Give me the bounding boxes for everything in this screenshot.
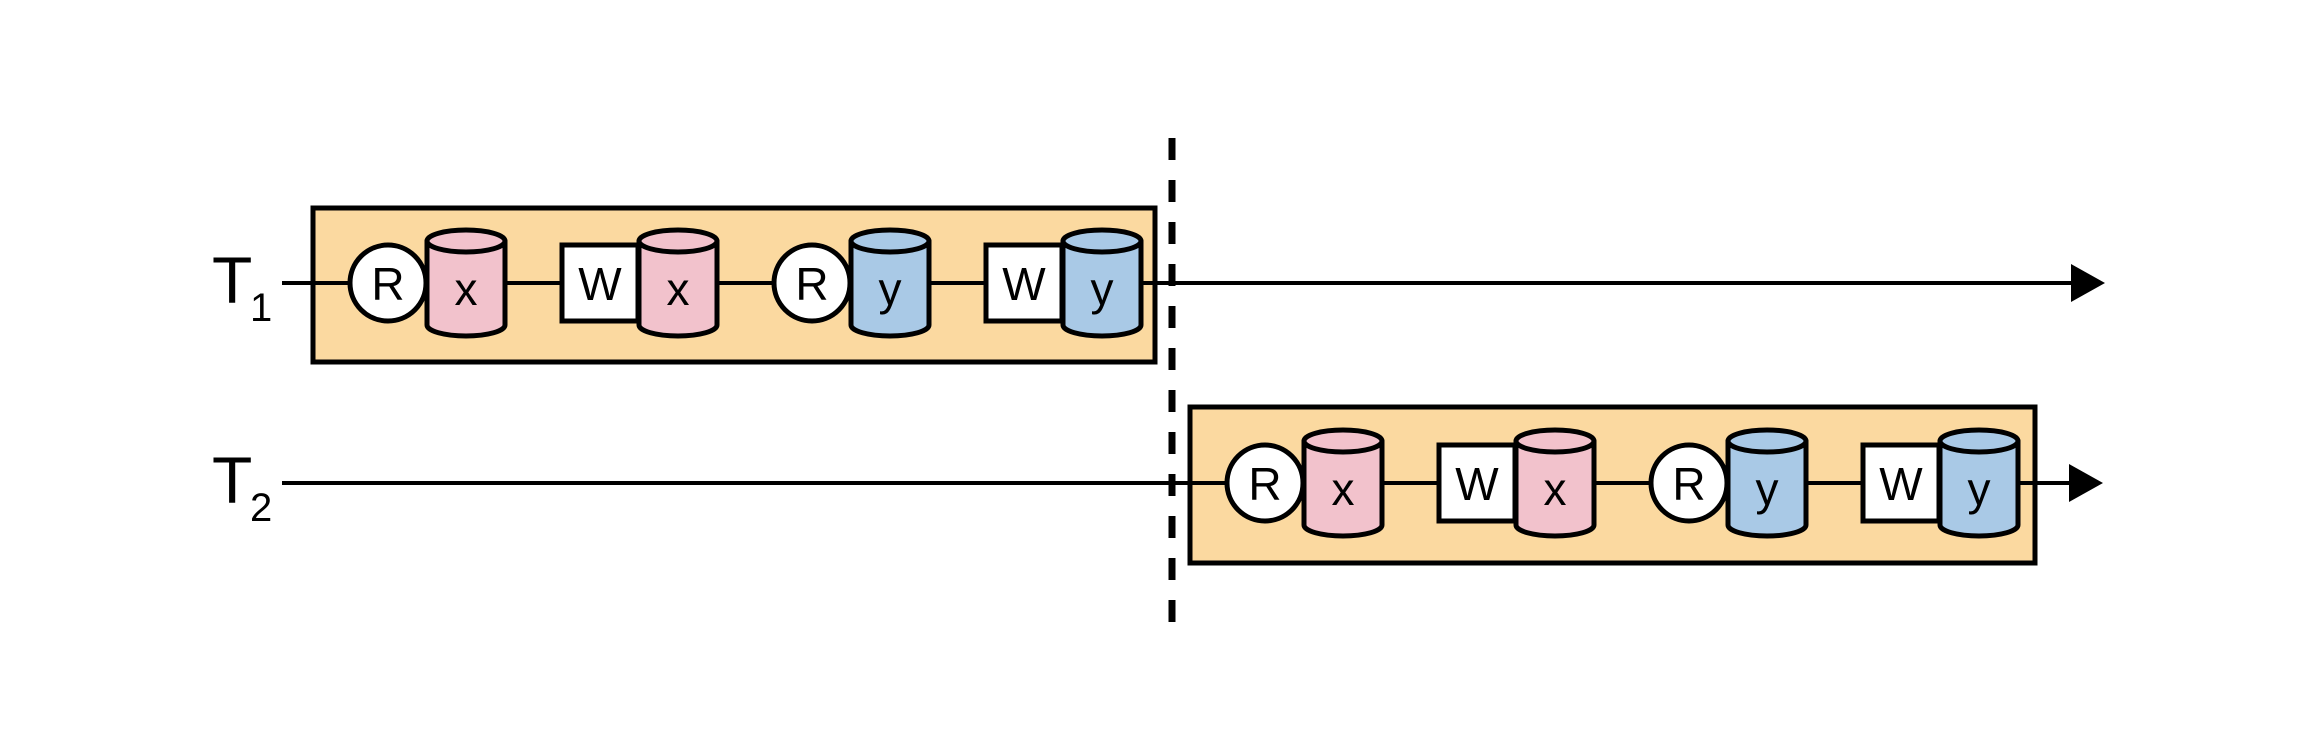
data-item-y-cylinder[interactable] (1725, 427, 1809, 539)
write-operation-label: W (1002, 258, 1046, 310)
data-item-x-label: x (1332, 463, 1355, 515)
data-item-x-label: x (1544, 463, 1567, 515)
data-item-y-cylinder[interactable] (848, 227, 932, 339)
cylinder-top (1937, 427, 2021, 455)
cylinder-top (1301, 427, 1385, 455)
cylinder-body (1937, 438, 2021, 539)
timeline-arrowhead-t1 (2071, 264, 2105, 302)
write-operation-label: W (1455, 458, 1499, 510)
write-operation-shape[interactable] (559, 242, 641, 324)
data-item-y-label: y (1091, 263, 1114, 315)
transaction-label-subscript: 2 (250, 486, 272, 530)
cylinder-body (1725, 438, 1809, 539)
data-item-y-label: y (1756, 463, 1779, 515)
cylinder-body (848, 238, 932, 339)
read-operation-label: R (795, 258, 828, 310)
cylinder-body (1060, 238, 1144, 339)
read-operation-label: R (371, 258, 404, 310)
read-operation-shape[interactable] (347, 242, 429, 324)
data-item-x-cylinder[interactable] (1301, 427, 1385, 539)
transaction-label-base: T (212, 243, 252, 317)
write-operation-label: W (1879, 458, 1923, 510)
transaction-label-base: T (212, 443, 252, 517)
read-operation-label: R (1672, 458, 1705, 510)
data-item-x-label: x (667, 263, 690, 315)
write-operation-shape[interactable] (1860, 442, 1942, 524)
cylinder-body (1301, 438, 1385, 539)
cylinder-top (848, 227, 932, 255)
cylinder-body (636, 238, 720, 339)
data-item-x-cylinder[interactable] (636, 227, 720, 339)
cylinder-top (1060, 227, 1144, 255)
data-item-x-cylinder[interactable] (424, 227, 508, 339)
cylinder-top (424, 227, 508, 255)
data-item-y-label: y (1968, 463, 1991, 515)
data-item-x-cylinder[interactable] (1513, 427, 1597, 539)
cylinder-body (424, 238, 508, 339)
transaction-label-subscript: 1 (250, 286, 272, 330)
write-operation-shape[interactable] (983, 242, 1065, 324)
transaction-label-t1: T1 (212, 243, 272, 330)
cylinder-top (1725, 427, 1809, 455)
transaction-label-t2: T2 (212, 443, 272, 530)
data-item-y-label: y (879, 263, 902, 315)
cylinder-top (636, 227, 720, 255)
timeline-arrowhead-t2 (2069, 464, 2103, 502)
cylinder-top (1513, 427, 1597, 455)
data-item-y-cylinder[interactable] (1937, 427, 2021, 539)
write-operation-shape[interactable] (1436, 442, 1518, 524)
data-item-y-cylinder[interactable] (1060, 227, 1144, 339)
read-operation-shape[interactable] (771, 242, 853, 324)
read-operation-shape[interactable] (1648, 442, 1730, 524)
cylinder-body (1513, 438, 1597, 539)
write-operation-label: W (578, 258, 622, 310)
data-item-x-label: x (455, 263, 478, 315)
read-operation-shape[interactable] (1224, 442, 1306, 524)
read-operation-label: R (1248, 458, 1281, 510)
